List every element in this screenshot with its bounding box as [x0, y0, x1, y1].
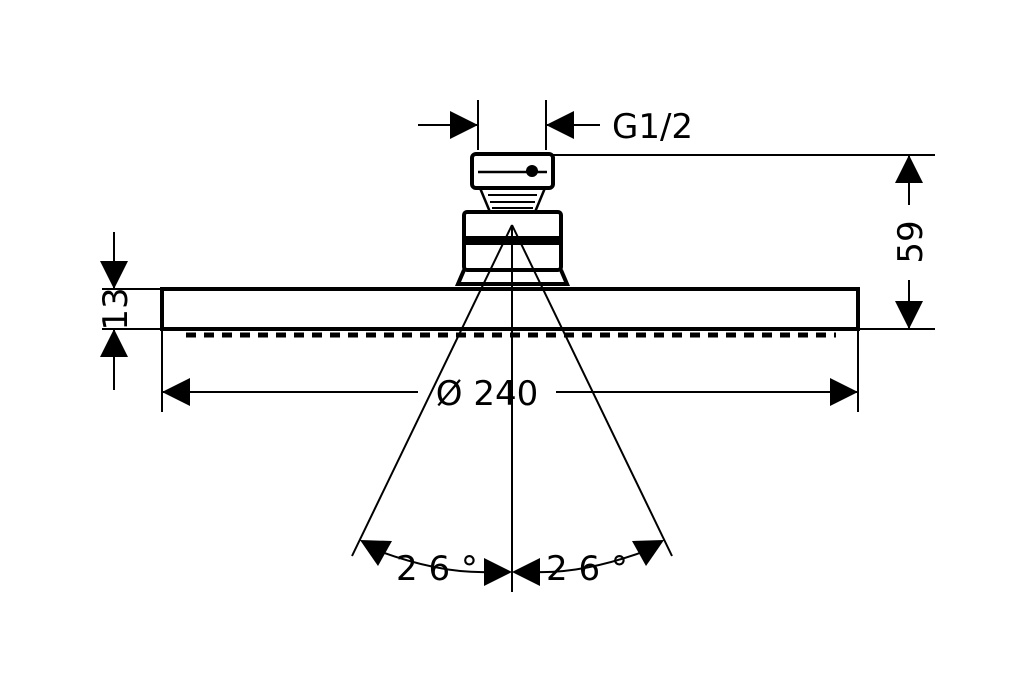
thread-dimension: G1/2: [418, 100, 693, 150]
thickness-label: 13: [96, 287, 136, 330]
arrow-down-icon: [895, 301, 923, 329]
thickness-dimension: 13: [96, 232, 162, 390]
diameter-label: Ø 240: [436, 374, 538, 414]
arrow-right-icon: [450, 111, 478, 139]
arrow-left-icon: [546, 111, 574, 139]
arrow-up-icon: [895, 155, 923, 183]
arrow-right-icon: [830, 378, 858, 406]
height-label: 59: [891, 220, 931, 263]
angle-dimension: 2 6 ° 2 6 °: [360, 540, 664, 589]
arrow-down-icon: [100, 261, 128, 289]
arrow-right-icon: [632, 540, 664, 566]
arrow-right-icon: [484, 558, 512, 586]
arrow-left-icon: [512, 558, 540, 586]
thread-connector: [470, 152, 555, 213]
angle-right-label: 2 6 °: [546, 549, 628, 589]
shower-plate: [160, 287, 860, 338]
angle-left-label: 2 6 °: [396, 549, 478, 589]
arrow-left-icon: [162, 378, 190, 406]
spray-angle-lines: [351, 224, 673, 592]
arrow-up-icon: [100, 329, 128, 357]
arrow-left-icon: [360, 540, 392, 566]
connector-hole-icon: [526, 165, 538, 177]
diameter-dimension: Ø 240: [161, 329, 859, 414]
thread-size-label: G1/2: [612, 107, 693, 147]
height-dimension: 59: [553, 154, 935, 330]
